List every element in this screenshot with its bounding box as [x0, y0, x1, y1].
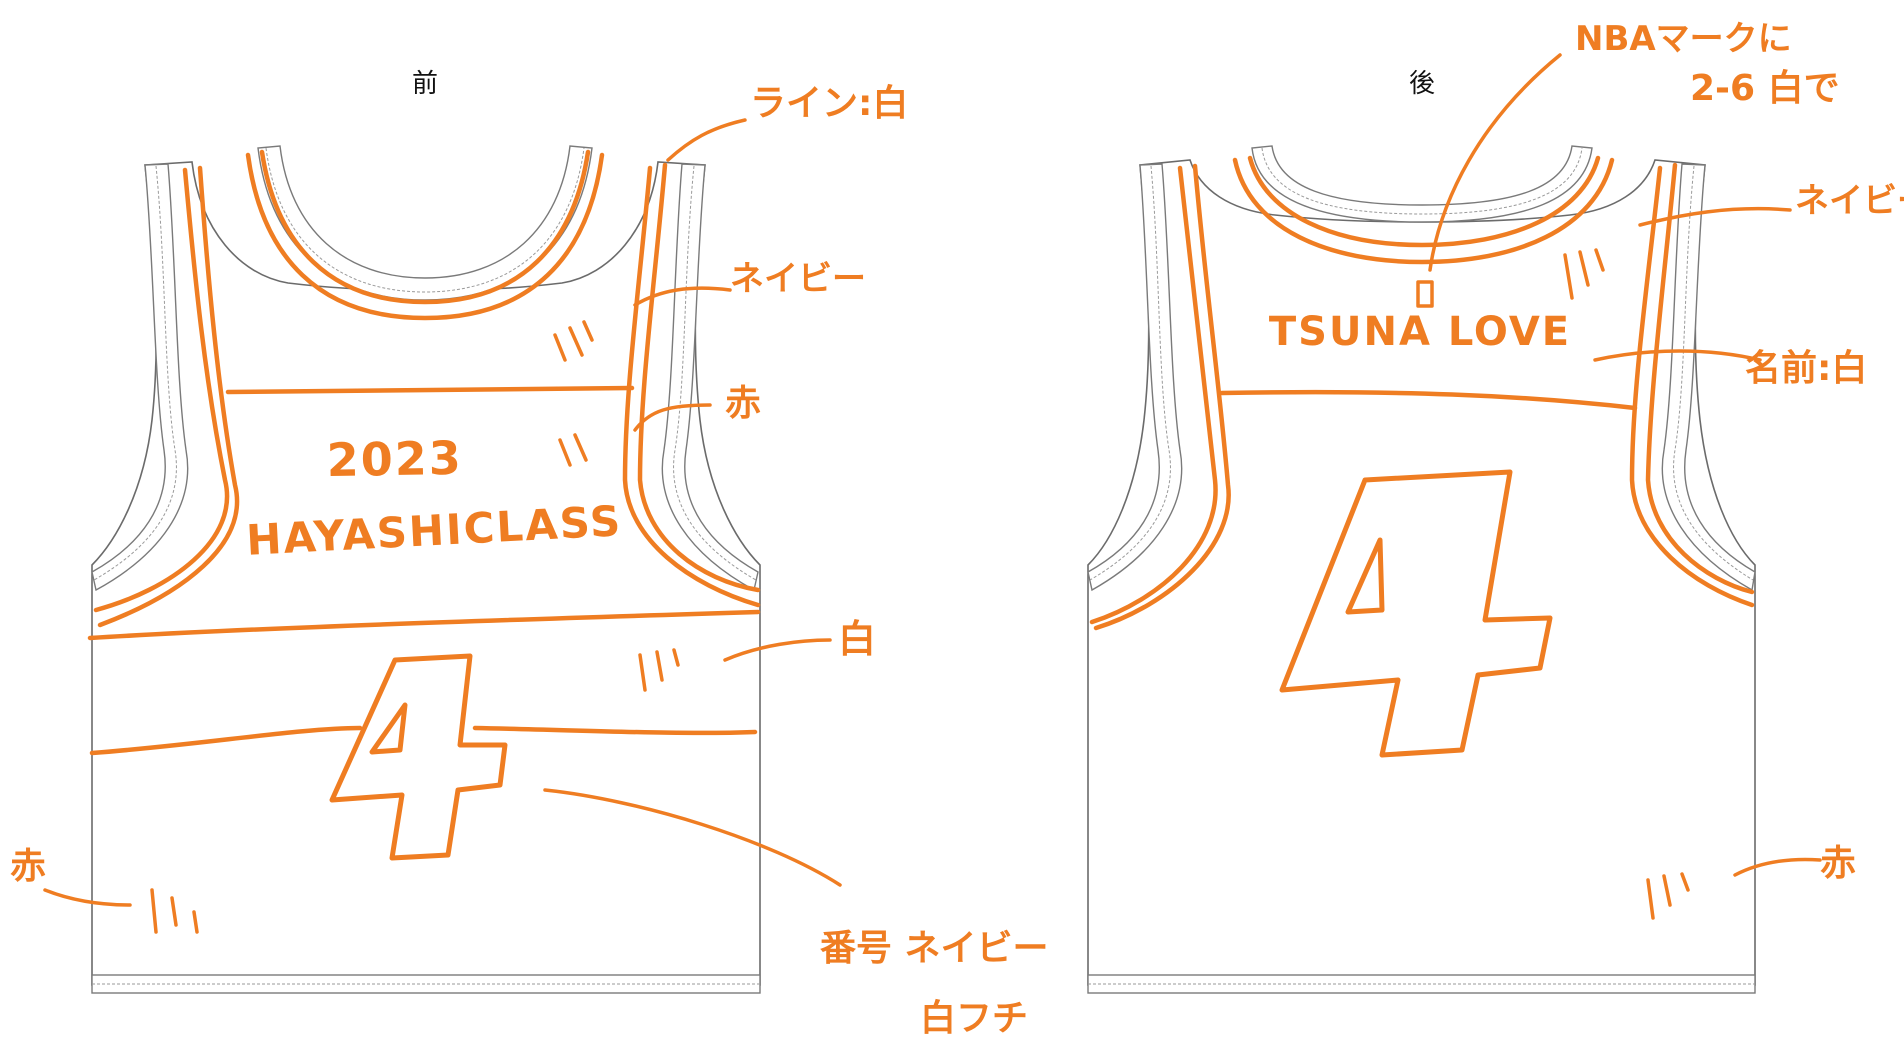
back-nba-mark-box — [1416, 280, 1434, 308]
front-neckline-trim — [257, 145, 593, 301]
back-annotation-navy: ネイビー — [1795, 181, 1904, 221]
back-annotation-nba-mark-1: NBAマークに — [1575, 19, 1792, 59]
front-annotation-red-lower: 赤 — [10, 846, 46, 887]
front-number-shape — [329, 653, 508, 861]
back-annotation-nba-mark-2: 2-6 白で — [1690, 68, 1840, 109]
front-annotation-red-upper: 赤 — [725, 383, 761, 424]
back-annotation-name-color: 名前:白 — [1745, 348, 1867, 389]
front-annotation-navy: ネイビー — [730, 259, 866, 299]
front-annotation-line-color: ライン:白 — [750, 83, 908, 124]
back-left-armhole-stitch — [1089, 165, 1171, 581]
back-view-label: 後 — [1409, 69, 1435, 99]
back-jersey: 後 TSUNA LOVE — [1087, 19, 1904, 994]
back-annotation-red: 赤 — [1820, 843, 1856, 884]
front-number-text: 4 — [422, 752, 429, 763]
back-sketch-lines — [1089, 53, 1822, 920]
front-annotation-number-color-2: 白フチ — [920, 998, 1028, 1039]
back-number-shape — [1279, 469, 1553, 758]
back-number-text: 4 — [1417, 612, 1424, 623]
front-left-armhole-stitch — [93, 165, 177, 581]
front-annotation-white-band: 白 — [838, 617, 876, 661]
back-left-armhole-trim — [1087, 163, 1183, 592]
back-neckline-trim — [1251, 145, 1593, 223]
front-neckline-stitch — [265, 147, 585, 293]
front-left-armhole-trim — [91, 163, 189, 592]
front-view-label: 前 — [412, 69, 438, 99]
front-right-armhole-stitch — [673, 165, 757, 581]
front-annotation-number-color-1: 番号 ネイビー — [820, 928, 1049, 969]
front-jersey: 前 — [10, 69, 1049, 1039]
front-year-text: 2023 — [326, 431, 463, 487]
front-sketch-lines — [43, 118, 842, 934]
back-right-armhole-stitch — [1673, 165, 1754, 581]
back-neckline-stitch — [1261, 147, 1583, 215]
back-name-text: TSUNA LOVE — [1269, 309, 1571, 355]
